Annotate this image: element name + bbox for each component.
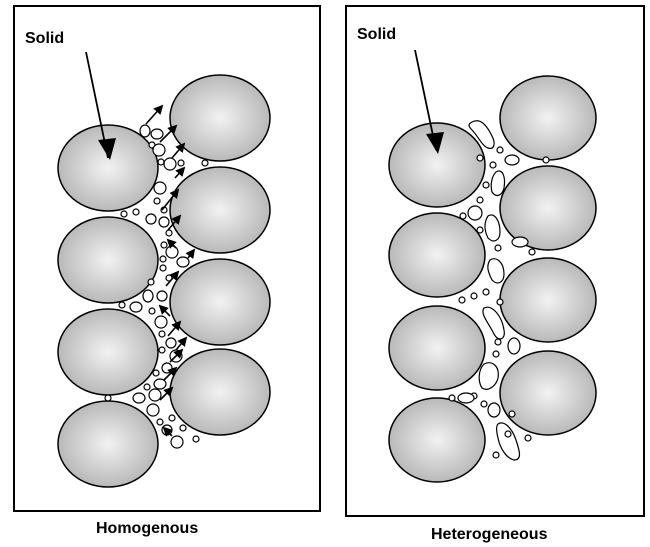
solid-particle <box>170 167 270 253</box>
solid-particle <box>58 401 158 487</box>
solid-particle <box>389 398 485 482</box>
solid-particle <box>58 217 158 303</box>
caption-heterogeneous: Heterogeneous <box>431 526 547 544</box>
solid-label-left: Solid <box>25 30 64 48</box>
solid-label-right: Solid <box>357 26 396 44</box>
solid-particle <box>170 75 270 161</box>
panel-heterogeneous <box>346 6 644 516</box>
solid-particle <box>500 351 596 435</box>
solid-particle <box>500 166 596 250</box>
solid-particle <box>389 213 485 297</box>
solid-particle <box>500 258 596 342</box>
solid-particle <box>170 259 270 345</box>
solid-particle <box>58 309 158 395</box>
caption-homogenous: Homogenous <box>96 520 198 538</box>
solid-particle <box>500 76 596 160</box>
solid-particle <box>170 349 270 435</box>
panel-homogenous <box>14 6 320 511</box>
solid-particle <box>58 125 158 211</box>
solid-particle <box>389 306 485 390</box>
